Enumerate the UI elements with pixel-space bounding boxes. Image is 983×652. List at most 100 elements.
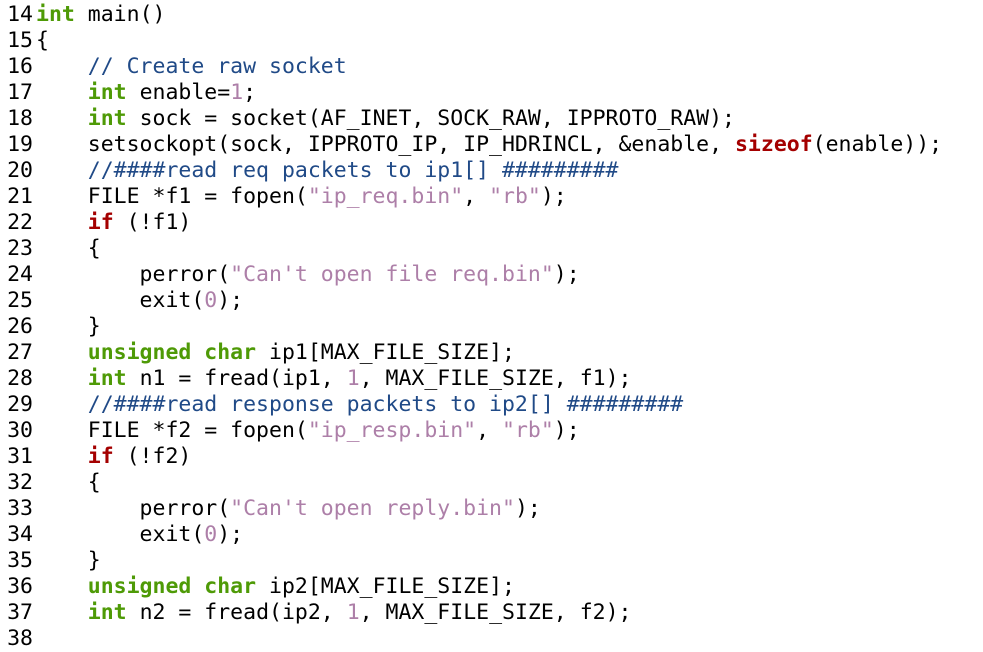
code-token: ; <box>243 80 257 105</box>
code-text[interactable]: } <box>36 314 101 340</box>
code-line[interactable]: 29 //####read response packets to ip2[] … <box>0 392 983 418</box>
code-token: setsockopt(sock, IPPROTO_IP, IP_HDRINCL,… <box>36 132 735 157</box>
code-text[interactable]: { <box>36 236 101 262</box>
code-token: } <box>36 548 101 573</box>
code-line[interactable]: 38 <box>0 626 983 652</box>
code-token: "Can't open file req.bin" <box>230 262 554 287</box>
code-line[interactable]: 37 int n2 = fread(ip2, 1, MAX_FILE_SIZE,… <box>0 600 983 626</box>
code-line[interactable]: 34 exit(0); <box>0 522 983 548</box>
code-token: (!f2) <box>113 444 192 469</box>
line-number: 18 <box>7 106 33 131</box>
code-token: exit( <box>36 288 205 313</box>
code-token: int <box>36 2 75 27</box>
code-token: unsigned <box>87 574 192 599</box>
code-line[interactable]: 24 perror("Can't open file req.bin"); <box>0 262 983 288</box>
code-token: int <box>87 106 127 131</box>
code-line[interactable]: 19 setsockopt(sock, IPPROTO_IP, IP_HDRIN… <box>0 132 983 158</box>
code-token: "rb" <box>502 418 554 443</box>
line-number: 15 <box>7 28 33 53</box>
code-token <box>36 210 88 235</box>
code-token: FILE *f1 = fopen( <box>36 184 308 209</box>
code-token: (!f1) <box>113 210 192 235</box>
code-line[interactable]: 18 int sock = socket(AF_INET, SOCK_RAW, … <box>0 106 983 132</box>
code-line[interactable]: 25 exit(0); <box>0 288 983 314</box>
line-number: 34 <box>7 522 33 547</box>
code-line[interactable]: 22 if (!f1) <box>0 210 983 236</box>
code-token: , <box>476 418 502 443</box>
code-line[interactable]: 35 } <box>0 548 983 574</box>
code-token: char <box>204 340 257 365</box>
code-text[interactable]: int enable=1; <box>36 80 256 106</box>
code-line[interactable]: 21 FILE *f1 = fopen("ip_req.bin", "rb"); <box>0 184 983 210</box>
code-line[interactable]: 15{ <box>0 28 983 54</box>
code-line[interactable]: 16 // Create raw socket <box>0 54 983 80</box>
code-text[interactable]: perror("Can't open file req.bin"); <box>36 262 580 288</box>
code-token: { <box>36 236 101 261</box>
code-token: if <box>87 444 114 469</box>
code-token: int <box>87 600 127 625</box>
code-token: ); <box>217 288 244 313</box>
code-line[interactable]: 26 } <box>0 314 983 340</box>
code-token: char <box>204 574 257 599</box>
code-text[interactable]: // Create raw socket <box>36 54 347 80</box>
code-token: ); <box>217 522 244 547</box>
code-token: int <box>87 366 127 391</box>
code-token: 1 <box>346 600 360 625</box>
code-line[interactable]: 27 unsigned char ip1[MAX_FILE_SIZE]; <box>0 340 983 366</box>
code-token: "Can't open reply.bin" <box>230 496 515 521</box>
line-number: 29 <box>7 392 33 417</box>
code-line[interactable]: 36 unsigned char ip2[MAX_FILE_SIZE]; <box>0 574 983 600</box>
code-text[interactable]: FILE *f1 = fopen("ip_req.bin", "rb"); <box>36 184 567 210</box>
line-number: 28 <box>7 366 33 391</box>
code-token <box>191 574 204 599</box>
code-token <box>191 340 204 365</box>
code-text[interactable]: //####read req packets to ip1[] ########… <box>36 158 619 184</box>
code-text[interactable]: unsigned char ip1[MAX_FILE_SIZE]; <box>36 340 515 366</box>
code-token: ); <box>553 262 580 287</box>
code-text[interactable]: setsockopt(sock, IPPROTO_IP, IP_HDRINCL,… <box>36 132 942 158</box>
code-text[interactable]: //####read response packets to ip2[] ###… <box>36 392 683 418</box>
code-token: // Create raw socket <box>87 54 347 79</box>
code-text[interactable]: if (!f2) <box>36 444 192 470</box>
code-token <box>36 54 88 79</box>
code-token: "ip_req.bin" <box>307 184 464 209</box>
code-token <box>36 106 88 131</box>
code-text[interactable]: int sock = socket(AF_INET, SOCK_RAW, IPP… <box>36 106 735 132</box>
code-line[interactable]: 23 { <box>0 236 983 262</box>
code-text[interactable]: { <box>36 28 49 54</box>
code-token: 1 <box>230 80 244 105</box>
code-text[interactable]: exit(0); <box>36 288 244 314</box>
code-token: ); <box>540 184 567 209</box>
code-text[interactable]: } <box>36 548 101 574</box>
code-token: , MAX_FILE_SIZE, f1); <box>359 366 632 391</box>
code-line[interactable]: 31 if (!f2) <box>0 444 983 470</box>
code-text[interactable]: int n2 = fread(ip2, 1, MAX_FILE_SIZE, f2… <box>36 600 632 626</box>
code-text[interactable]: int n1 = fread(ip1, 1, MAX_FILE_SIZE, f1… <box>36 366 632 392</box>
code-line[interactable]: 20 //####read req packets to ip1[] #####… <box>0 158 983 184</box>
line-number: 19 <box>7 132 33 157</box>
line-number: 16 <box>7 54 33 79</box>
code-token: n1 = fread(ip1, <box>126 366 347 391</box>
code-token: 0 <box>204 522 218 547</box>
code-text[interactable]: if (!f1) <box>36 210 192 236</box>
code-token: sock = socket(AF_INET, SOCK_RAW, IPPROTO… <box>126 106 735 131</box>
line-number: 33 <box>7 496 33 521</box>
code-token: , MAX_FILE_SIZE, f2); <box>359 600 632 625</box>
code-text[interactable]: { <box>36 470 101 496</box>
code-token: ip2[MAX_FILE_SIZE]; <box>256 574 515 599</box>
code-line[interactable]: 30 FILE *f2 = fopen("ip_resp.bin", "rb")… <box>0 418 983 444</box>
code-text[interactable]: perror("Can't open reply.bin"); <box>36 496 541 522</box>
code-token: //####read response packets to ip2[] ###… <box>87 392 684 417</box>
code-text[interactable]: int main() <box>36 2 165 28</box>
code-token <box>36 574 88 599</box>
code-line[interactable]: 28 int n1 = fread(ip1, 1, MAX_FILE_SIZE,… <box>0 366 983 392</box>
code-line[interactable]: 32 { <box>0 470 983 496</box>
code-line[interactable]: 33 perror("Can't open reply.bin"); <box>0 496 983 522</box>
code-token: } <box>36 314 101 339</box>
code-text[interactable]: unsigned char ip2[MAX_FILE_SIZE]; <box>36 574 515 600</box>
code-line[interactable]: 17 int enable=1; <box>0 80 983 106</box>
code-text[interactable]: exit(0); <box>36 522 244 548</box>
code-text[interactable]: FILE *f2 = fopen("ip_resp.bin", "rb"); <box>36 418 580 444</box>
